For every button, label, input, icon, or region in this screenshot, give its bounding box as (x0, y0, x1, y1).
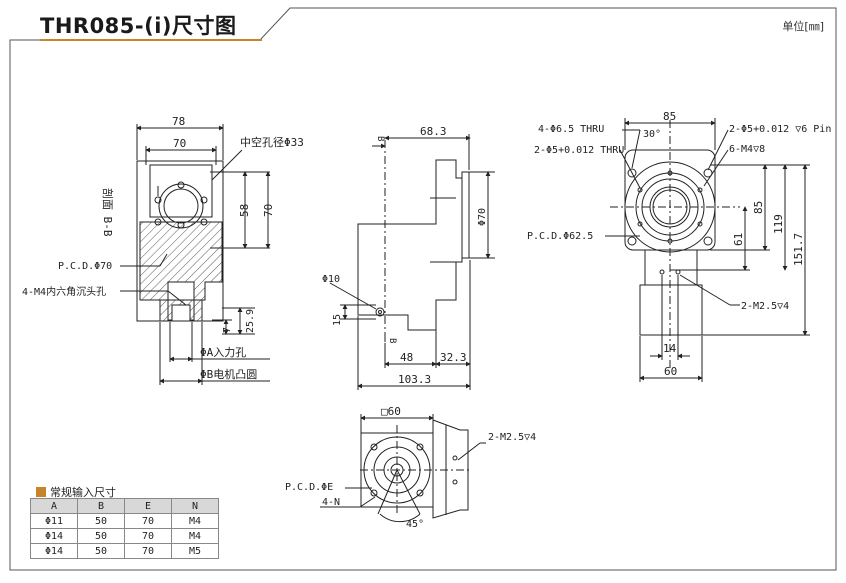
square-60: □60 (381, 405, 401, 418)
cell: 70 (124, 543, 172, 559)
cell: 70 (124, 513, 172, 529)
dim-15: 15 (332, 314, 343, 326)
dim-25-9: 25.9 (245, 309, 256, 333)
m4-8: 6-M4▽8 (729, 144, 765, 155)
dim-85-vertical: 85 (752, 201, 765, 214)
n-label: 4-N (322, 497, 340, 508)
input-table-title: 常规输入尺寸 (36, 484, 116, 500)
cell: Φ14 (30, 543, 78, 559)
cell: Φ14 (30, 528, 78, 544)
angle-30: 30° (643, 129, 661, 140)
input-size-table: A B E N Φ11 50 70 M4 Φ14 50 70 M4 Φ14 50… (30, 498, 219, 559)
dim-78: 78 (172, 115, 185, 128)
angle-45: 45° (406, 519, 424, 530)
col-b: B (77, 498, 125, 514)
input-hole-label: ΦA入力孔 (200, 346, 246, 359)
dim-70-vertical: 70 (262, 204, 275, 217)
dim-103-3: 103.3 (398, 373, 431, 386)
dim-119: 119 (772, 214, 785, 234)
pcd-right: P.C.D.Φ62.5 (527, 231, 593, 242)
table-row: Φ11 50 70 M4 (30, 513, 219, 529)
unit-label: 单位[㎜] (782, 20, 824, 33)
input-table-title-text: 常规输入尺寸 (50, 486, 116, 499)
section-label: 剖面 B-B (101, 188, 115, 237)
dim-61: 61 (732, 233, 745, 246)
square-bullet-icon (36, 487, 46, 497)
m2-5-bottom: 2-M2.5▽4 (488, 432, 536, 443)
right-view-labels: 85 4-Φ6.5 THRU 30° 2-Φ5+0.012 ▽6 Pin 2-Φ… (527, 110, 831, 378)
motor-boss-label: ΦB电机凸圆 (200, 367, 257, 381)
pin-label: 2-Φ5+0.012 ▽6 Pin (729, 124, 831, 135)
cell: M4 (171, 528, 219, 544)
cell: 50 (77, 513, 125, 529)
hole-label: 中空孔径Φ33 (240, 135, 304, 149)
dim-phi70: Φ70 (477, 208, 488, 226)
middle-view (329, 134, 495, 390)
pcd-bottom: P.C.D.ΦE (285, 482, 333, 493)
page-title: THR085-(i)尺寸图 (40, 14, 237, 38)
thru-5: 2-Φ5+0.012 THRU (534, 145, 624, 156)
frame (9, 7, 837, 571)
cell: M4 (171, 513, 219, 529)
dim-68-3: 68.3 (420, 125, 447, 138)
cell: 50 (77, 528, 125, 544)
cell: M5 (171, 543, 219, 559)
section-b-top: B (375, 136, 385, 141)
dim-48: 48 (400, 351, 413, 364)
table-header-row: A B E N (30, 498, 219, 514)
table-row: Φ14 50 70 M4 (30, 528, 219, 544)
dim-phi10: Φ10 (322, 274, 340, 285)
cell: Φ11 (30, 513, 78, 529)
col-n: N (171, 498, 219, 514)
dim-151-7: 151.7 (792, 233, 805, 266)
pcd-left: P.C.D.Φ70 (58, 261, 112, 272)
cell: 50 (77, 543, 125, 559)
dim-60: 60 (664, 365, 677, 378)
right-view (605, 118, 810, 382)
m2-5-right: 2-M2.5▽4 (741, 301, 789, 312)
table-row: Φ14 50 70 M5 (30, 543, 219, 559)
left-view (120, 124, 271, 385)
dim-85: 85 (663, 110, 676, 123)
m4-label: 4-M4内六角沉头孔 (22, 285, 106, 298)
cell: 70 (124, 528, 172, 544)
thru-6-5: 4-Φ6.5 THRU (538, 124, 604, 135)
col-a: A (30, 498, 78, 514)
middle-view-labels: 68.3 B B Φ70 Φ10 15 48 32.3 103.3 (322, 125, 488, 386)
dim-58: 58 (238, 204, 251, 217)
left-view-labels: 78 70 中空孔径Φ33 58 70 剖面 B-B P.C.D.Φ70 4-M… (22, 115, 304, 381)
dim-14: 14 (663, 342, 677, 355)
dim-32-3: 32.3 (440, 351, 467, 364)
section-b-bottom: B (387, 338, 397, 343)
col-e: E (124, 498, 172, 514)
dim-70: 70 (173, 137, 186, 150)
dim-7: 7 (222, 327, 233, 333)
bottom-view-labels: □60 2-M2.5▽4 P.C.D.ΦE 4-N 45° (285, 405, 536, 530)
bottom-view (320, 414, 486, 523)
